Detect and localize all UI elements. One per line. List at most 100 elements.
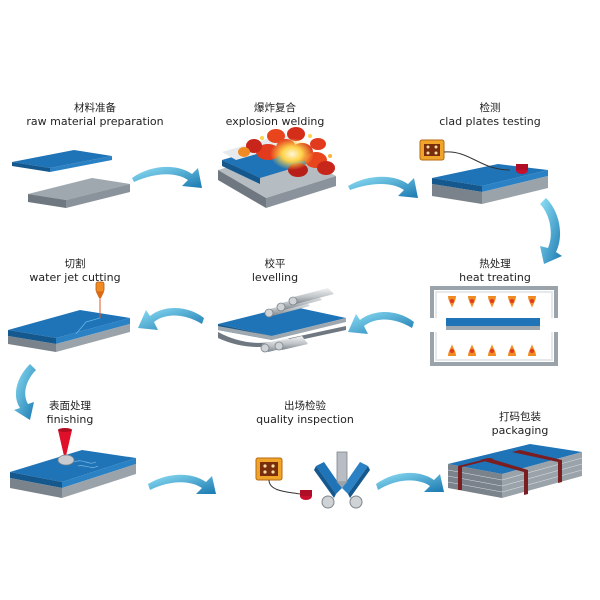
- label-cn: 切割: [64, 258, 86, 270]
- label-cn: 检测: [479, 102, 501, 114]
- label-cn: 打码包装: [499, 411, 541, 423]
- polishing-disc: [57, 454, 75, 466]
- blue-layer-front: [222, 160, 260, 184]
- blue-plate-side: [50, 156, 112, 172]
- jet-nozzle: [95, 281, 105, 293]
- label-en: clad plates testing: [439, 115, 541, 128]
- explosion-fireball: [238, 127, 335, 177]
- plate-base-front: [10, 478, 62, 498]
- label-en: water jet cutting: [29, 271, 121, 284]
- flame-core: [450, 349, 454, 353]
- label-en: finishing: [46, 413, 94, 426]
- label-cn: 校平: [264, 258, 286, 270]
- label-raw-material-preparation: 材料准备 raw material preparation: [25, 101, 165, 129]
- label-explosion-welding: 爆炸复合 explosion welding: [205, 101, 345, 129]
- arrow-to-clad-testing: [348, 176, 418, 198]
- arrow-to-quality-inspection: [148, 474, 216, 494]
- label-en: raw material preparation: [26, 115, 164, 128]
- label-heat-treating: 热处理 heat treating: [425, 257, 565, 285]
- label-en: quality inspection: [256, 413, 354, 426]
- label-cn: 表面处理: [49, 400, 91, 412]
- step-heat-treating: [430, 286, 558, 366]
- label-cn: 爆炸复合: [254, 102, 296, 114]
- label-cn: 出场检验: [284, 400, 326, 412]
- lower-rollers: [260, 336, 308, 353]
- heated-plate: [446, 318, 540, 326]
- label-en: explosion welding: [225, 115, 325, 128]
- arrow-to-finishing: [14, 364, 36, 420]
- plate-blue-side: [482, 170, 548, 192]
- polishing-tool: [58, 430, 72, 456]
- package-top: [448, 444, 582, 474]
- furnace-bottom: [430, 332, 558, 366]
- label-levelling: 校平 levelling: [205, 257, 345, 285]
- step-raw-material: [12, 150, 130, 208]
- support-roller-right: [349, 495, 363, 509]
- arrow-to-packaging: [376, 472, 444, 492]
- strapping-bands: [458, 450, 562, 495]
- bend-punch: [336, 451, 348, 483]
- arrow-to-heat-treating: [540, 198, 562, 264]
- base-plate-front: [28, 194, 66, 208]
- base-plate-side: [266, 176, 336, 208]
- plate-blue-front: [8, 330, 56, 344]
- label-quality-inspection: 出场检验 quality inspection: [235, 399, 375, 427]
- flame-core: [470, 349, 474, 353]
- plate-blue-side: [56, 318, 130, 344]
- flame-core: [470, 299, 474, 303]
- plate-blue-front: [10, 472, 62, 488]
- label-finishing: 表面处理 finishing: [0, 399, 140, 427]
- support-roller-left: [321, 495, 335, 509]
- label-cn: 热处理: [479, 258, 511, 270]
- step-packaging: [447, 444, 583, 498]
- base-plate-top: [28, 178, 130, 200]
- step-clad-testing: [419, 139, 548, 204]
- step-water-jet-cutting: [8, 281, 130, 352]
- plate-base: [218, 318, 346, 340]
- step-finishing: [10, 428, 136, 498]
- tester-cable: [268, 479, 301, 495]
- flame-core: [450, 299, 454, 303]
- arrow-to-explosion-welding: [132, 166, 202, 188]
- arrow-to-water-jet-cutting: [138, 308, 204, 330]
- flame-core: [490, 299, 494, 303]
- furnace-top: [430, 286, 558, 318]
- plate-base-side: [62, 464, 136, 498]
- flame-core: [510, 349, 514, 353]
- blue-plate-front: [12, 162, 50, 172]
- label-cn: 材料准备: [74, 102, 116, 114]
- label-packaging: 打码包装 packaging: [450, 410, 590, 438]
- base-plate-front: [218, 170, 266, 208]
- cut-line: [75, 317, 101, 335]
- label-en: packaging: [491, 424, 549, 437]
- tester-cable: [443, 151, 511, 171]
- upper-rollers: [264, 288, 334, 318]
- plate-blue-side: [62, 458, 136, 488]
- plate-top: [218, 306, 346, 336]
- arrow-to-levelling: [348, 312, 414, 334]
- label-water-jet-cutting: 切割 water jet cutting: [5, 257, 145, 285]
- plate-base-side: [56, 324, 130, 352]
- flow-arrows: [14, 166, 562, 494]
- plate-base-side: [482, 176, 548, 204]
- burner-flames: [448, 296, 536, 356]
- plate-base-front: [432, 184, 482, 204]
- plate-blue-front: [432, 178, 482, 192]
- step-quality-inspection: [255, 451, 370, 509]
- flame-core: [490, 349, 494, 353]
- bend-test: [314, 451, 370, 509]
- plate-base-front: [8, 336, 56, 352]
- blue-plate-top: [12, 150, 112, 168]
- plate-top: [10, 450, 136, 482]
- flame-core: [530, 349, 534, 353]
- label-clad-plates-testing: 检测 clad plates testing: [420, 101, 560, 129]
- label-en: heat treating: [459, 271, 531, 284]
- flame-core: [530, 299, 534, 303]
- flame-core: [510, 299, 514, 303]
- label-en: levelling: [251, 271, 299, 284]
- step-levelling: [218, 288, 346, 353]
- step-explosion-welding: [218, 127, 336, 208]
- base-plate-side: [66, 184, 130, 208]
